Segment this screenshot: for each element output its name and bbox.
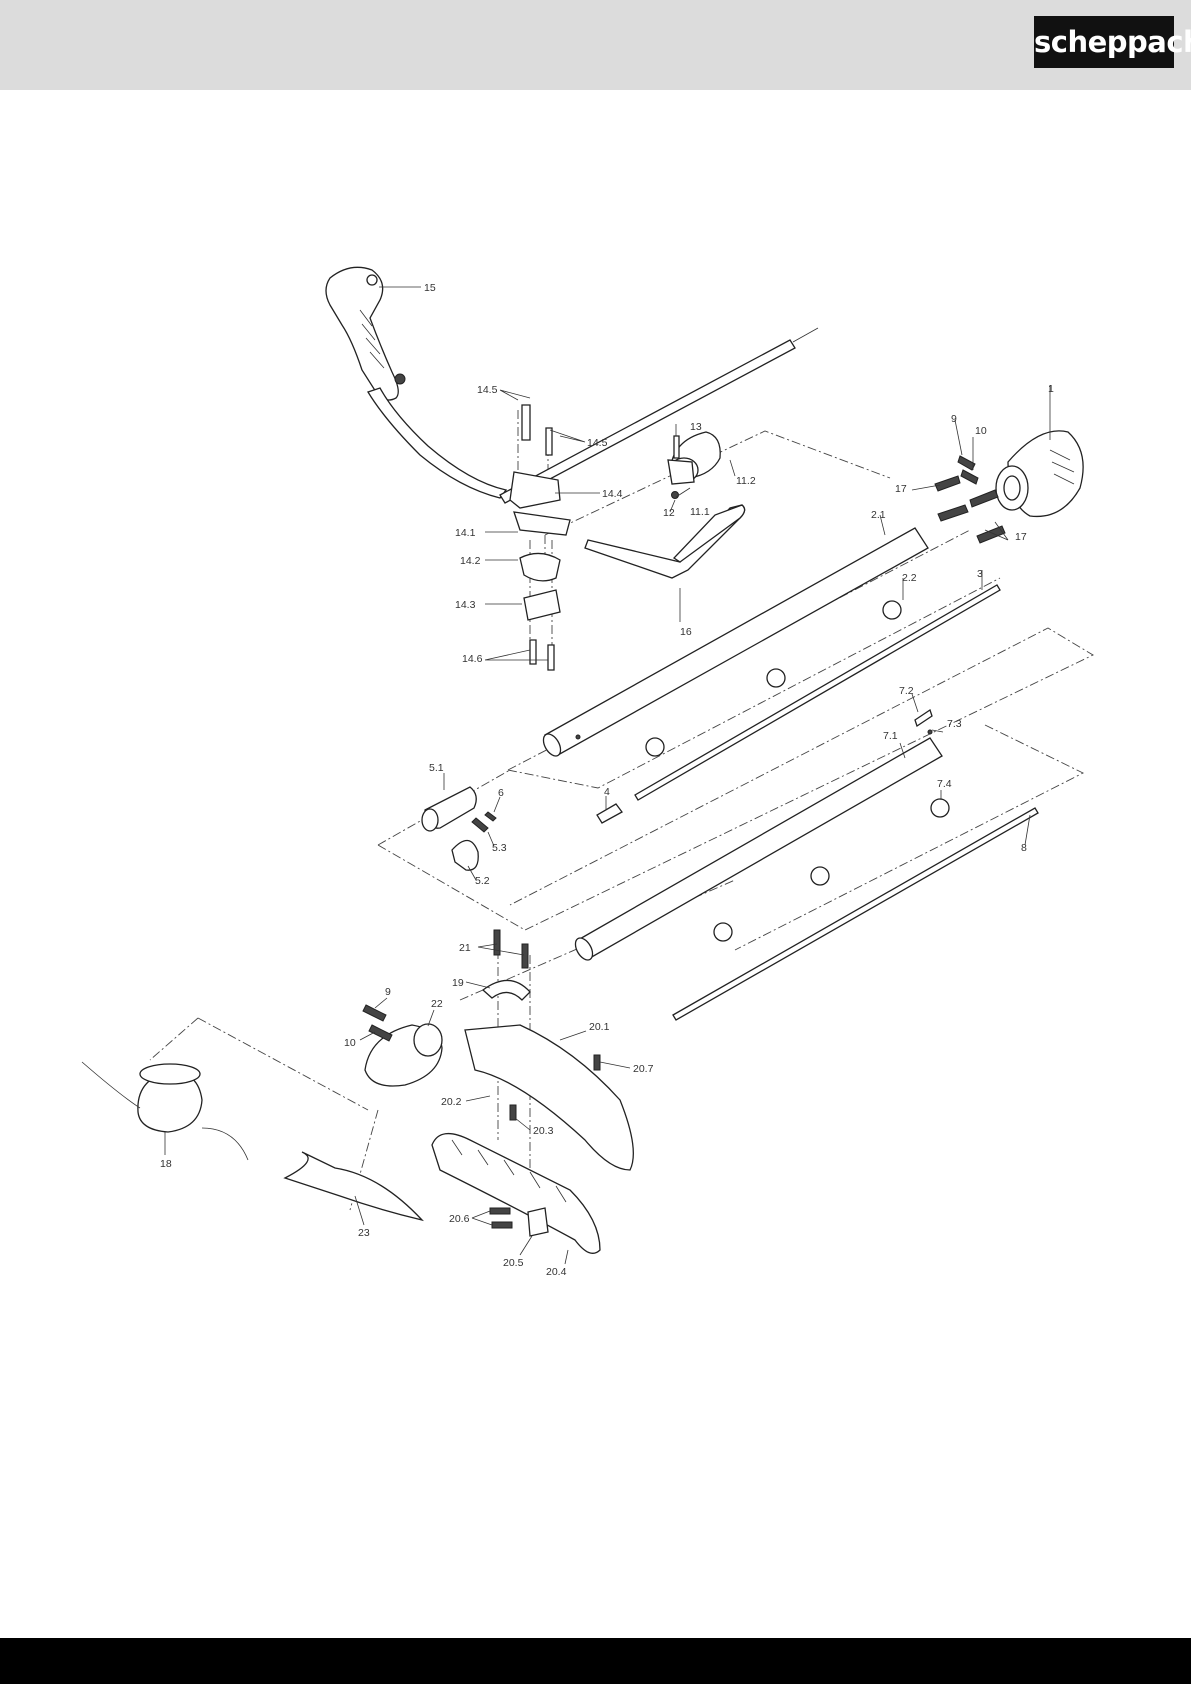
label-11-1: 11.1 (690, 506, 710, 518)
label-14-2: 14.2 (460, 555, 481, 567)
label-9-upper: 9 (951, 413, 957, 425)
label-20-2: 20.2 (441, 1096, 462, 1108)
label-23: 23 (358, 1227, 370, 1239)
label-10-upper: 10 (975, 425, 987, 437)
part-coupling-sleeve (597, 804, 622, 823)
label-20-3: 20.3 (533, 1125, 554, 1137)
part-guard-bracket (483, 930, 530, 1000)
part-handle-grip (326, 267, 506, 498)
label-20-7: 20.7 (633, 1063, 654, 1075)
label-16: 16 (680, 626, 692, 638)
part-shaft-clamp (422, 787, 496, 870)
page-footer (0, 1638, 1191, 1684)
label-21: 21 (459, 942, 471, 954)
label-7-2: 7.2 (899, 685, 914, 697)
part-engine-housing (996, 431, 1083, 517)
label-20-4: 20.4 (546, 1266, 567, 1278)
part-main-tube (540, 528, 928, 759)
part-handle-bracket (668, 432, 720, 499)
part-lower-drive-shaft (673, 808, 1038, 1020)
label-14-5-b: 14.5 (587, 437, 608, 449)
part-screws-engine (935, 456, 1005, 543)
label-19: 19 (452, 977, 464, 989)
label-18: 18 (160, 1158, 172, 1170)
label-22: 22 (431, 998, 443, 1010)
label-14-3: 14.3 (455, 599, 476, 611)
label-17-b: 17 (1015, 531, 1027, 543)
label-2-2: 2.2 (902, 572, 917, 584)
label-20-6: 20.6 (449, 1213, 470, 1225)
label-7-1: 7.1 (883, 730, 898, 742)
label-4: 4 (604, 786, 610, 798)
part-drive-shaft (635, 585, 1000, 800)
label-14-5-a: 14.5 (477, 384, 498, 396)
part-cutting-blade (285, 1152, 422, 1220)
label-14-6: 14.6 (462, 653, 483, 665)
part-bushings-lower (714, 799, 949, 941)
label-7-4: 7.4 (937, 778, 952, 790)
label-6: 6 (498, 787, 504, 799)
label-5-3: 5.3 (492, 842, 507, 854)
label-15: 15 (424, 282, 436, 294)
label-12: 12 (663, 507, 675, 519)
part-handle-clamp (510, 405, 570, 670)
label-11-2: 11.2 (736, 475, 756, 487)
label-3: 3 (977, 568, 983, 580)
label-5-2: 5.2 (475, 875, 490, 887)
label-2-1: 2.1 (871, 509, 886, 521)
label-14-1: 14.1 (455, 527, 476, 539)
label-1: 1 (1048, 383, 1054, 395)
label-13: 13 (690, 421, 702, 433)
label-20-1: 20.1 (589, 1021, 610, 1033)
label-17-a: 17 (895, 483, 907, 495)
label-14-4: 14.4 (602, 488, 623, 500)
label-20-5: 20.5 (503, 1257, 524, 1269)
label-8: 8 (1021, 842, 1027, 854)
part-lower-tube (572, 710, 942, 963)
label-10-lower: 10 (344, 1037, 356, 1049)
label-5-1: 5.1 (429, 762, 444, 774)
part-gear-head (363, 1005, 442, 1086)
label-7-3: 7.3 (947, 718, 962, 730)
label-9-lower: 9 (385, 986, 391, 998)
